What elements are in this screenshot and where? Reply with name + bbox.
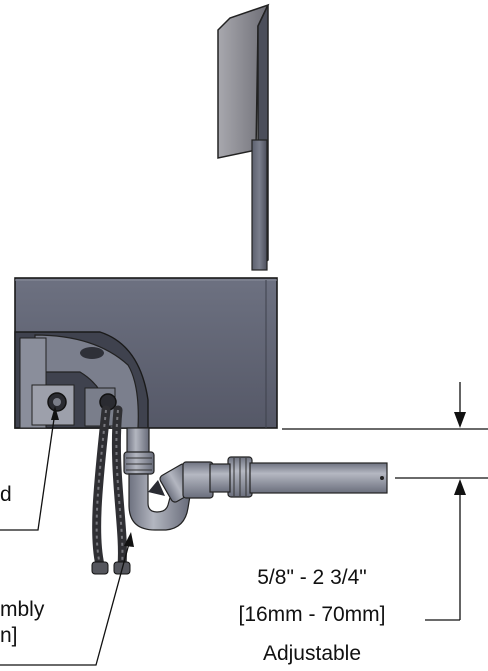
callout-upper-label: d (0, 483, 12, 506)
back-panel (217, 3, 270, 271)
supply-hoses (91, 405, 131, 575)
callout-leaders (0, 406, 134, 666)
dimension-imperial-label: 5/8" - 2 3/4" (257, 566, 367, 589)
dimension-metric-label: [16mm - 70mm] (238, 603, 386, 626)
drain-trap (123, 427, 388, 531)
callout-lower-label-line1: mbly (0, 598, 45, 621)
dimension-note-label: Adjustable (262, 642, 362, 665)
control-recess (14, 331, 149, 429)
callout-lower-label-line2: n] (0, 624, 18, 647)
dimension-lines (282, 382, 488, 621)
